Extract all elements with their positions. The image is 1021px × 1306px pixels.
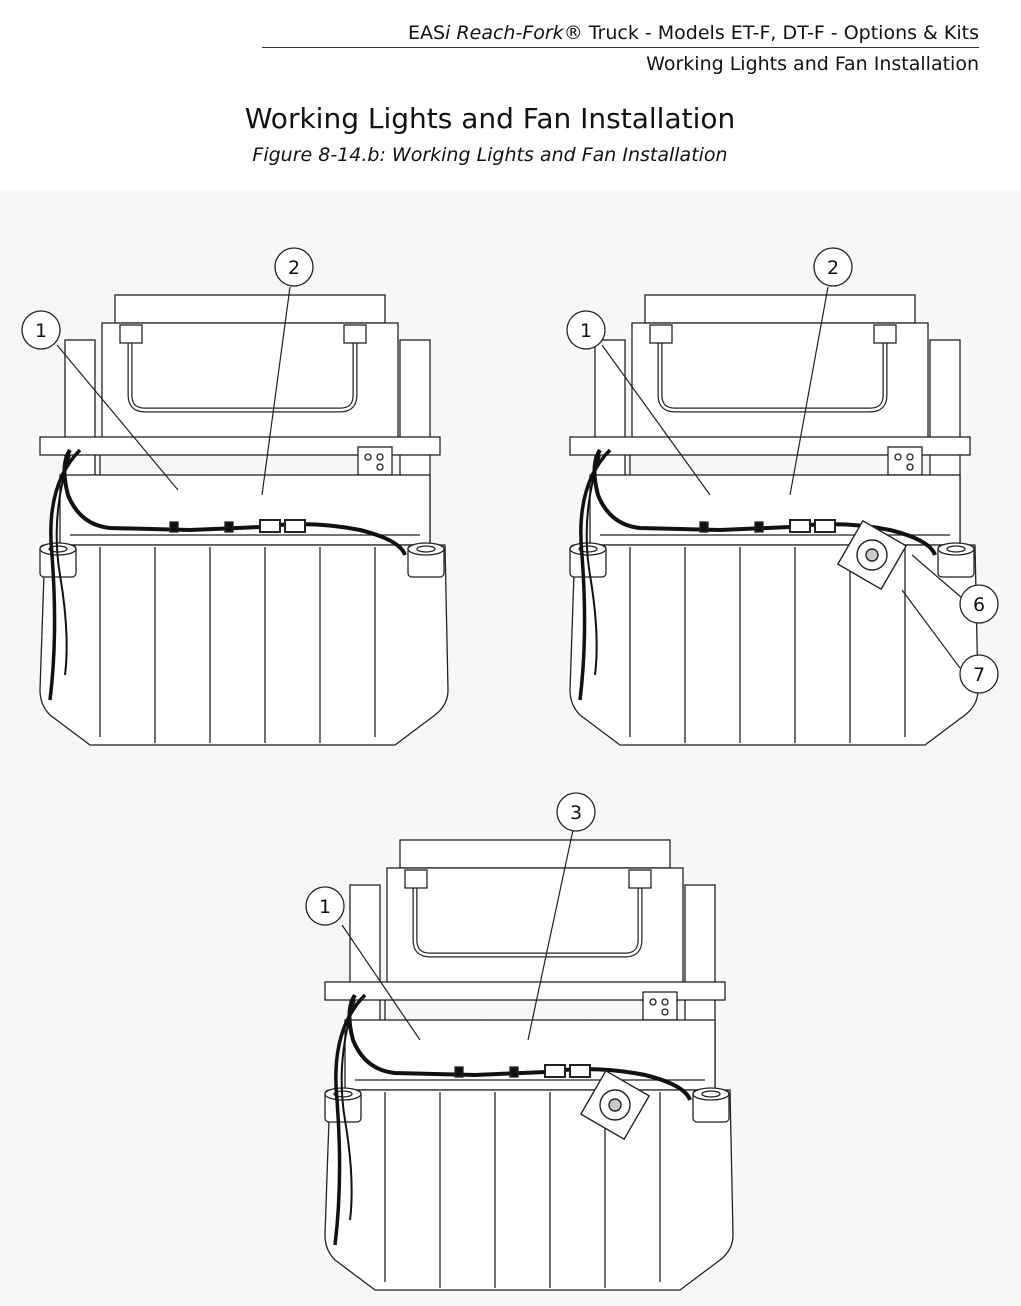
header-title: EASi Reach-Fork® Truck - Models ET-F, DT… bbox=[408, 22, 979, 44]
callout-3-bottom: 3 bbox=[570, 802, 582, 824]
callout-2-top-left: 2 bbox=[288, 257, 300, 279]
callout-6-top-right: 6 bbox=[973, 594, 985, 616]
page-title: Working Lights and Fan Installation bbox=[244, 102, 736, 135]
truck-diagram-top-right bbox=[570, 295, 978, 745]
callout-1-top-right: 1 bbox=[580, 320, 592, 342]
callout-2-top-right: 2 bbox=[827, 257, 839, 279]
header-section: Working Lights and Fan Installation bbox=[646, 53, 979, 75]
truck-diagram-top-left bbox=[40, 295, 448, 745]
header-divider bbox=[262, 47, 979, 48]
truck-diagram-bottom bbox=[325, 840, 733, 1290]
callout-7-top-right: 7 bbox=[973, 664, 985, 686]
figure-caption: Figure 8-14.b: Working Lights and Fan In… bbox=[252, 144, 728, 166]
callout-1-top-left: 1 bbox=[35, 320, 47, 342]
callout-1-bottom: 1 bbox=[319, 896, 331, 918]
